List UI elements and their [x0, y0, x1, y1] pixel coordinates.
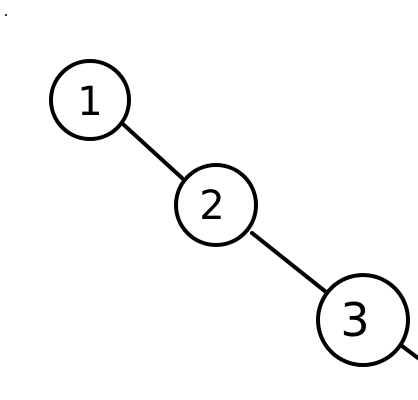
node-label: 2 — [199, 183, 224, 229]
node-label: 3 — [340, 293, 369, 347]
tree-node-2: 2 — [174, 163, 258, 247]
stray-dot — [5, 14, 7, 16]
node-label: 1 — [77, 79, 102, 125]
node-circle — [174, 163, 258, 247]
edge-3-offscreen — [400, 344, 418, 360]
edge-1-2 — [122, 123, 184, 180]
node-circle — [49, 59, 131, 141]
node-circle — [316, 273, 410, 367]
tree-node-1: 1 — [49, 59, 131, 141]
edge-2-3 — [250, 231, 328, 294]
tree-node-3: 3 — [316, 273, 410, 367]
